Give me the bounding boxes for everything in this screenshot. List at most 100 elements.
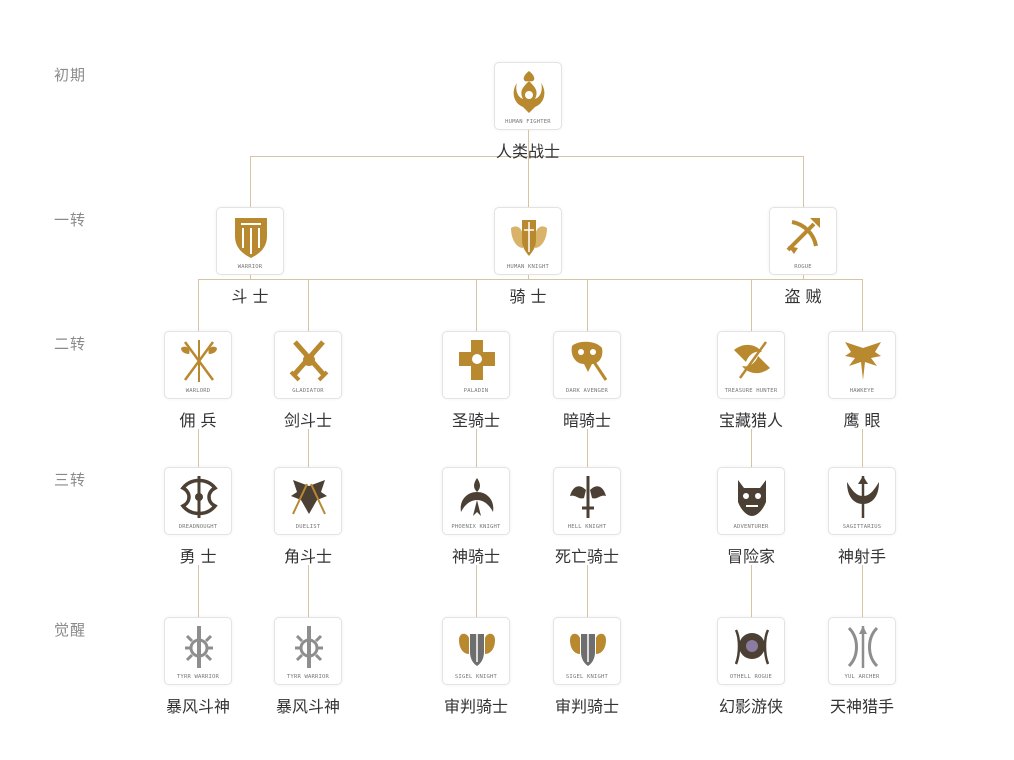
- class-icon-frame: DARK AVENGER: [553, 331, 621, 399]
- class-chinese-name: 审判骑士: [443, 697, 508, 716]
- class-icon-frame: DUELIST: [274, 467, 342, 535]
- class-chinese-name: 暴风斗神: [275, 697, 340, 716]
- connector-line: [802, 275, 804, 279]
- class-chinese-name: 盗 贼: [784, 287, 822, 306]
- class-english-name: GLADIATOR: [292, 388, 324, 394]
- class-icon-frame: ADVENTURER: [717, 467, 785, 535]
- class-english-name: PALADIN: [463, 388, 489, 394]
- class-english-name: HAWKEYE: [849, 388, 875, 394]
- class-node-warlord[interactable]: WARLORD 佣 兵: [161, 331, 235, 430]
- class-node-yul-archer[interactable]: YUL ARCHER 天神猎手: [825, 617, 899, 716]
- class-chinese-name: 骑 士: [509, 287, 547, 306]
- class-chinese-name: 人类战士: [495, 142, 560, 161]
- class-chinese-name: 勇 士: [179, 547, 217, 566]
- class-node-treasure-hunter[interactable]: TREASURE HUNTER 宝藏猎人: [714, 331, 788, 430]
- class-icon-frame: PALADIN: [442, 331, 510, 399]
- class-english-name: WARLORD: [185, 388, 211, 394]
- class-english-name: TYRR WARRIOR: [286, 674, 330, 680]
- class-icon-frame: GLADIATOR: [274, 331, 342, 399]
- connector-line: [861, 279, 863, 331]
- silver-bow-icon: [847, 626, 879, 668]
- class-english-name: TREASURE HUNTER: [724, 388, 778, 394]
- class-chinese-name: 角斗士: [283, 547, 332, 566]
- class-english-name: ROGUE: [794, 264, 812, 270]
- connector-line: [475, 429, 477, 467]
- class-chinese-name: 冒险家: [726, 547, 775, 566]
- class-english-name: DARK AVENGER: [565, 388, 609, 394]
- class-node-gladiator[interactable]: GLADIATOR 剑斗士: [271, 331, 345, 430]
- crossed-halberds-icon: [181, 340, 217, 382]
- stage-label: 二转: [53, 335, 86, 353]
- connector-line: [750, 429, 752, 467]
- bat-wing-sword-icon: [570, 476, 606, 518]
- connector-line: [802, 156, 804, 207]
- class-english-name: OTHELL ROGUE: [729, 674, 773, 680]
- demon-mask-icon: [738, 480, 766, 516]
- class-english-name: SIGEL KNIGHT: [454, 674, 498, 680]
- holy-cross-icon: [459, 340, 495, 380]
- shield-icon: [235, 218, 267, 258]
- class-english-name: DREADNOUGHT: [178, 524, 218, 530]
- class-chinese-name: 审判骑士: [554, 697, 619, 716]
- class-chinese-name: 神射手: [837, 547, 886, 566]
- class-chinese-name: 天神猎手: [829, 697, 894, 716]
- connector-line: [197, 429, 199, 467]
- connector-line: [527, 156, 529, 207]
- class-icon-frame: TYRR WARRIOR: [274, 617, 342, 685]
- dark-orb-icon: [734, 629, 770, 665]
- connector-line: [249, 275, 251, 279]
- class-node-sagittarius[interactable]: SAGITTARIUS 神射手: [825, 467, 899, 566]
- phoenix-icon: [460, 478, 494, 516]
- class-english-name: SIGEL KNIGHT: [565, 674, 609, 680]
- connector-line: [586, 565, 588, 617]
- connector-line: [197, 565, 199, 617]
- class-icon-frame: HUMAN KNIGHT: [494, 207, 562, 275]
- connector-line: [861, 429, 863, 467]
- skull-sword-icon: [571, 341, 608, 381]
- class-english-name: DUELIST: [295, 524, 321, 530]
- class-icon-frame: SAGITTARIUS: [828, 467, 896, 535]
- class-node-duelist[interactable]: DUELIST 角斗士: [271, 467, 345, 566]
- class-icon-frame: HAWKEYE: [828, 331, 896, 399]
- class-english-name: YUL ARCHER: [844, 674, 880, 680]
- class-node-rogue[interactable]: ROGUE 盗 贼: [766, 207, 840, 306]
- crossed-swords-icon: [289, 340, 329, 382]
- class-icon-frame: PHOENIX KNIGHT: [442, 467, 510, 535]
- class-english-name: HELL KNIGHT: [567, 524, 607, 530]
- class-node-human-fighter[interactable]: HUMAN FIGHTER 人类战士: [491, 62, 565, 161]
- class-icon-frame: DREADNOUGHT: [164, 467, 232, 535]
- stage-label: 初期: [53, 66, 86, 84]
- connector-line: [249, 156, 804, 157]
- class-icon-frame: YUL ARCHER: [828, 617, 896, 685]
- class-chinese-name: 佣 兵: [179, 411, 217, 430]
- stage-label: 一转: [53, 211, 86, 229]
- winged-shield-icon: [511, 220, 547, 256]
- class-node-dreadnought[interactable]: DREADNOUGHT 勇 士: [161, 467, 235, 566]
- class-node-sigel-knight-1[interactable]: SIGEL KNIGHT 审判骑士: [439, 617, 513, 716]
- class-chinese-name: 宝藏猎人: [718, 411, 783, 430]
- spiked-sword-icon: [295, 626, 323, 668]
- class-node-paladin[interactable]: PALADIN 圣骑士: [439, 331, 513, 430]
- connector-line: [527, 275, 529, 279]
- class-node-sigel-knight-2[interactable]: SIGEL KNIGHT 审判骑士: [550, 617, 624, 716]
- connector-line: [249, 156, 251, 207]
- class-node-tyrr-warrior-2[interactable]: TYRR WARRIOR 暴风斗神: [271, 617, 345, 716]
- stage-label: 觉醒: [53, 621, 86, 639]
- class-node-human-knight[interactable]: HUMAN KNIGHT 骑 士: [491, 207, 565, 306]
- class-chinese-name: 剑斗士: [283, 411, 332, 430]
- class-chinese-name: 圣骑士: [451, 411, 500, 430]
- class-icon-frame: TYRR WARRIOR: [164, 617, 232, 685]
- class-icon-frame: SIGEL KNIGHT: [442, 617, 510, 685]
- class-chinese-name: 斗 士: [231, 287, 269, 306]
- class-english-name: HUMAN FIGHTER: [505, 119, 551, 125]
- class-node-adventurer[interactable]: ADVENTURER 冒险家: [714, 467, 788, 566]
- connector-line: [475, 565, 477, 617]
